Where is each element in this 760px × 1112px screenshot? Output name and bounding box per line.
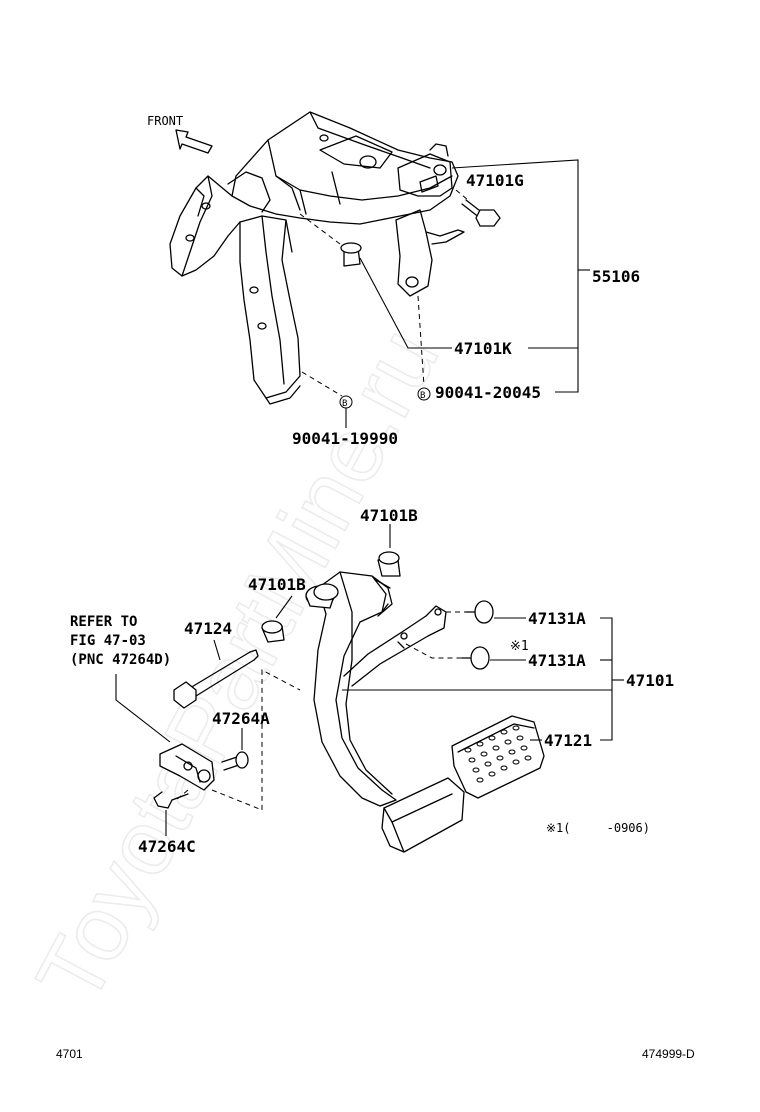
part-label-47101b-top: 47101B [360,506,418,525]
bolt-mark-icon [417,387,431,401]
footer-left-code: 4701 [56,1047,83,1061]
bolt-mark-label: B [420,391,425,401]
refer-note-line-3: (PNC 47264D) [70,652,171,668]
part-label-47121: 47121 [544,731,592,750]
pedal-pad-cover [451,715,545,799]
bolt-47101g-icon [461,199,501,227]
bushing-47101b-mid [261,620,285,643]
part-label-47101: 47101 [626,671,674,690]
brake-pedal-assembly: 47101B 47101B 47124 47131A ※1 47131A 471… [70,506,674,856]
refer-note-line-2: FIG 47-03 [70,633,146,649]
front-arrow-icon [175,129,213,154]
part-label-90041-19990: 90041-19990 [292,429,398,448]
pin-47264a [221,751,249,771]
clevis-47264d [159,743,215,791]
refer-note-line-1: REFER TO [70,614,137,630]
mark-1-label: ※1 [510,639,529,654]
part-label-47131a-top: 47131A [528,609,586,628]
pin-47131a-bot [461,646,490,670]
part-label-47264a: 47264A [212,709,270,728]
part-label-55106: 55106 [592,267,640,286]
footer-right-code: 474999-D [642,1047,695,1061]
front-label: FRONT [147,114,183,128]
part-label-47264c: 47264C [138,837,196,856]
footnote-1: ※1( -0906) [546,821,650,835]
pin-47131a-top [465,600,494,624]
part-label-90041-20045: 90041-20045 [435,383,541,402]
bolt-mark-label: B [342,399,347,409]
part-label-47101b-mid: 47101B [248,575,306,594]
bushing-47101b-top [377,551,401,577]
part-label-47124: 47124 [184,619,232,638]
pedal-bracket-assembly: FRONT [147,111,640,448]
part-label-47101g: 47101G [466,171,524,190]
part-label-47101k: 47101K [454,339,512,358]
part-label-47131a-bot: 47131A [528,651,586,670]
bolt-47124-icon [173,649,259,709]
